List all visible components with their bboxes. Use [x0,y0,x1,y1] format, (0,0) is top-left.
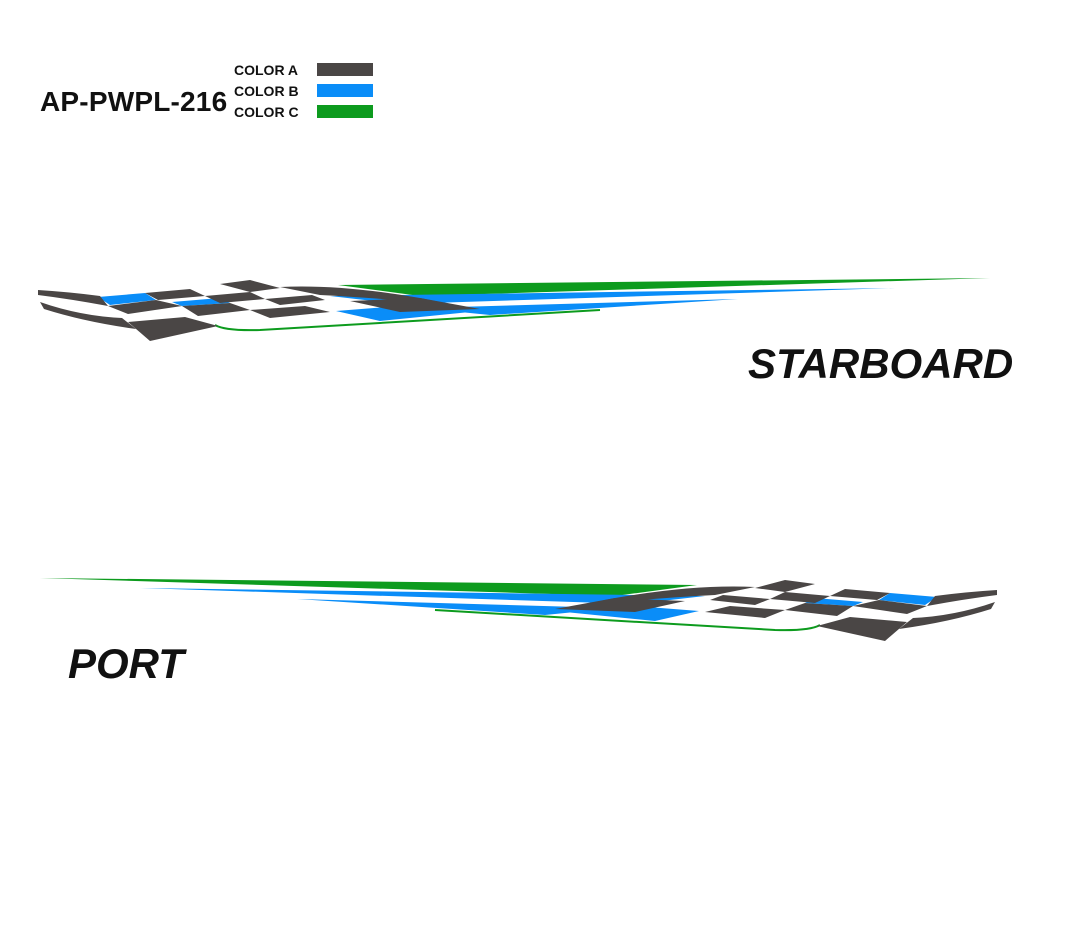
starboard-green-underline [214,309,601,332]
legend-label: COLOR B [234,83,299,99]
port-green-underline [434,609,821,632]
port-dark-swoosh [899,602,995,629]
starboard-dark-check [265,295,325,305]
port-dark-check [853,600,927,614]
starboard-dark-check [128,317,218,341]
legend-swatch-color-c [317,105,373,118]
starboard-dark-swoosh [40,302,136,329]
legend-label: COLOR C [234,104,299,120]
legend-swatch-color-a [317,63,373,76]
product-code: AP-PWPL-216 [40,86,228,117]
port-blue-stripe-lower [297,599,615,615]
port-blue-stripe-upper [140,588,705,604]
port-dark-check [830,589,890,600]
starboard-decal-artwork [38,278,990,341]
starboard-dark-check [108,300,182,314]
port-dark-check [817,617,907,641]
starboard-dark-check [182,303,250,316]
port-dark-check [710,595,770,605]
starboard-dark-check [145,289,205,300]
port-dark-check [705,606,785,618]
legend-row-color-c: COLOR C [234,103,374,124]
port-dark-check [555,598,685,612]
starboard-dark-check [250,306,330,318]
legend-row-color-a: COLOR A [234,61,374,82]
starboard-label: STARBOARD [748,340,1014,387]
port-decal-artwork [40,578,997,641]
color-legend: COLOR A COLOR B COLOR C [234,61,374,124]
legend-label: COLOR A [234,62,299,78]
starboard-dark-check [220,280,280,292]
legend-swatch-color-b [317,84,373,97]
port-dark-swoosh [927,590,997,606]
port-dark-check [770,592,830,603]
port-decal-graphic [40,578,997,641]
port-dark-check [755,580,815,592]
port-blue-check [879,593,937,605]
starboard-dark-check [350,298,480,312]
port-green-stripe [40,578,697,596]
legend-row-color-b: COLOR B [234,82,374,103]
starboard-dark-swoosh [38,290,108,306]
port-label: PORT [68,640,184,687]
starboard-green-stripe [338,278,990,296]
starboard-blue-check [98,293,156,305]
starboard-blue-stripe-upper [330,288,895,304]
port-dark-check [785,603,853,616]
starboard-dark-check [205,292,265,303]
starboard-blue-stripe-lower [420,299,738,315]
starboard-decal-graphic [38,278,990,341]
